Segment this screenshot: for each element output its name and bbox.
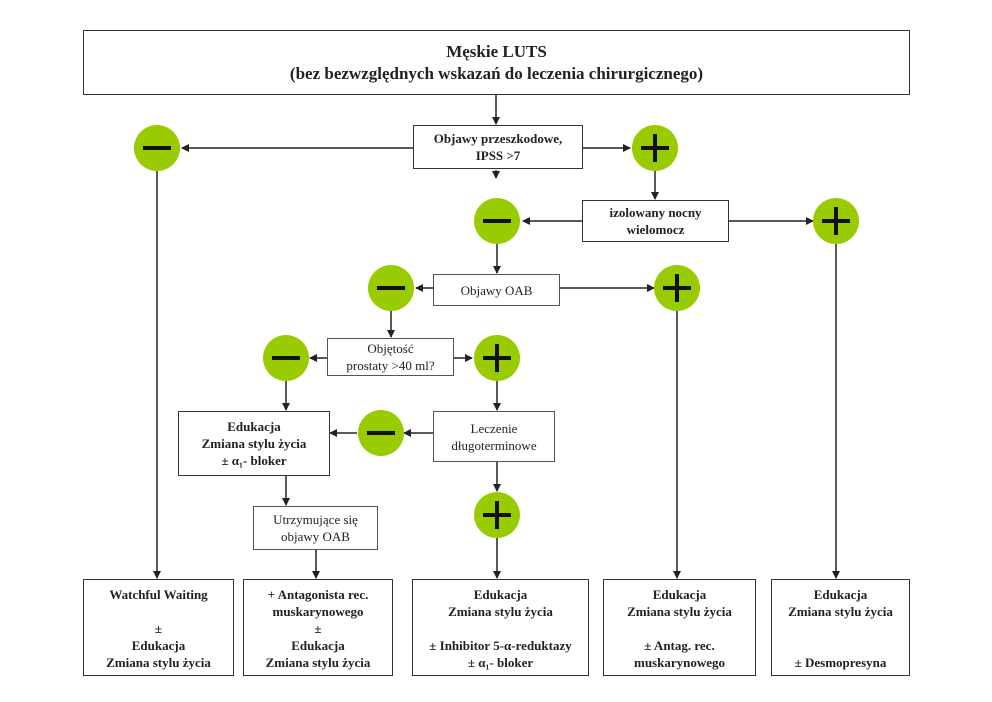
outcome-line: Zmiana stylu życia	[788, 604, 893, 619]
decision-prostate: Objętość prostaty >40 ml?	[327, 338, 454, 376]
decision-ipss-line2: IPSS >7	[475, 148, 521, 163]
outcome-line: ± Desmopresyna	[794, 655, 887, 670]
outcome-watchful-waiting: Watchful Waiting ± Edukacja Zmiana stylu…	[83, 579, 234, 676]
decision-ipss: Objawy przeszkodowe, IPSS >7	[413, 125, 583, 169]
outcome-line: Edukacja	[652, 587, 707, 602]
outcome-line: + Antagonista rec.	[267, 587, 369, 602]
outcome-line: Zmiana stylu życia	[265, 655, 371, 670]
plus-node-prostate	[474, 335, 520, 381]
plus-icon	[834, 207, 838, 235]
minus-icon	[272, 356, 300, 360]
plus-node-oab	[654, 265, 700, 311]
minus-node-longterm	[358, 410, 404, 456]
minus-icon	[367, 431, 395, 435]
decision-longterm: Leczenie długoterminowe	[433, 411, 555, 462]
decision-nocturia-line1: izolowany nocny	[609, 205, 702, 220]
outcome-desmopressin: Edukacja Zmiana stylu życia ± Desmopresy…	[771, 579, 910, 676]
outcome-line: muskarynowego	[633, 655, 725, 670]
minus-node-ipss	[134, 125, 180, 171]
persistent-oab-line2: objawy OAB	[281, 529, 350, 544]
decision-prostate-line1: Objętość	[367, 341, 414, 356]
outcome-line: ± Inhibitor 5-α-reduktazy	[429, 638, 572, 653]
plus-icon	[495, 344, 499, 372]
outcome-antag: Edukacja Zmiana stylu życia ± Antag. rec…	[603, 579, 756, 676]
decision-nocturia: izolowany nocny wielomocz	[582, 200, 729, 242]
decision-persistent-oab: Utrzymujące się objawy OAB	[253, 506, 378, 550]
intermediate-edu-alpha: Edukacja Zmiana stylu życia ± α₁- bloker	[178, 411, 330, 476]
plus-node-longterm	[474, 492, 520, 538]
outcome-line: Zmiana stylu życia	[627, 604, 732, 619]
decision-oab-line1: Objawy OAB	[460, 282, 533, 298]
decision-oab: Objawy OAB	[433, 274, 560, 306]
outcome-5ari: Edukacja Zmiana stylu życia ± Inhibitor …	[412, 579, 589, 676]
edu-alpha-line3: ± α₁- bloker	[221, 453, 287, 468]
plus-node-nocturia	[813, 198, 859, 244]
decision-prostate-line2: prostaty >40 ml?	[346, 358, 435, 373]
minus-icon	[483, 219, 511, 223]
minus-node-prostate	[263, 335, 309, 381]
outcome-line: Zmiana stylu życia	[448, 604, 553, 619]
outcome-line: Watchful Waiting	[109, 587, 208, 602]
root-subtitle: (bez bezwzględnych wskazań do leczenia c…	[289, 63, 704, 83]
outcome-line: muskarynowego	[272, 604, 364, 619]
edu-alpha-line2: Zmiana stylu życia	[201, 436, 307, 451]
outcome-line: Edukacja	[813, 587, 868, 602]
outcome-line: Edukacja	[291, 638, 345, 653]
root-title: Męskie LUTS	[446, 41, 547, 61]
decision-ipss-line1: Objawy przeszkodowe,	[433, 131, 563, 146]
outcome-line: Edukacja	[473, 587, 528, 602]
plus-icon	[653, 134, 657, 162]
persistent-oab-line1: Utrzymujące się	[273, 512, 358, 527]
decision-nocturia-line2: wielomocz	[626, 222, 685, 237]
outcome-line: ± Antag. rec.	[644, 638, 715, 653]
outcome-line: ±	[154, 621, 163, 636]
decision-longterm-line2: długoterminowe	[451, 437, 537, 453]
plus-icon	[495, 501, 499, 529]
decision-longterm-line1: Leczenie	[470, 420, 518, 436]
minus-node-nocturia	[474, 198, 520, 244]
outcome-line: ±	[314, 621, 322, 636]
root-box: Męskie LUTS (bez bezwzględnych wskazań d…	[83, 30, 910, 95]
minus-node-oab	[368, 265, 414, 311]
minus-icon	[143, 146, 171, 150]
outcome-antimuscarinic: + Antagonista rec. muskarynowego ± Eduka…	[243, 579, 393, 676]
edu-alpha-line1: Edukacja	[227, 419, 281, 434]
outcome-line: ± α₁- bloker	[467, 655, 534, 670]
plus-icon	[675, 274, 679, 302]
plus-node-ipss	[632, 125, 678, 171]
outcome-line: Zmiana stylu życia	[106, 655, 211, 670]
minus-icon	[377, 286, 405, 290]
outcome-line: Edukacja	[131, 638, 186, 653]
